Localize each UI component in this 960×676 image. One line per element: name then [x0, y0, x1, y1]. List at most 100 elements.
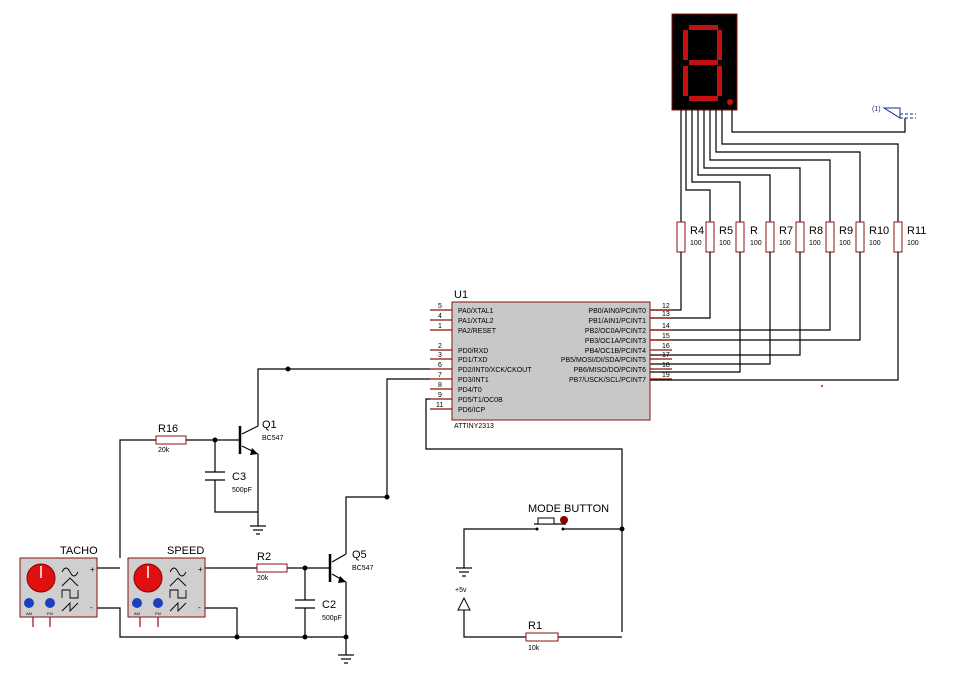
- pin-num: 5: [438, 303, 442, 310]
- resistor-r16[interactable]: R16 20k: [155, 423, 187, 454]
- mode-button-label: MODE BUTTON: [528, 503, 609, 515]
- resistor-value: 100: [719, 240, 731, 247]
- capacitor-c3[interactable]: C3 500pF: [205, 471, 252, 494]
- speed-fm-knob[interactable]: [153, 598, 163, 608]
- speed-label: SPEED: [167, 545, 204, 557]
- pin-name: PB6/MISO/DO/PCINT6: [574, 367, 646, 374]
- resistor-r2[interactable]: R2 20k: [256, 551, 288, 582]
- speed-am-label: AM: [134, 611, 140, 616]
- resistor-ref: R10: [869, 225, 889, 237]
- pin-num: 18: [662, 362, 670, 369]
- pin-num: 9: [438, 392, 442, 399]
- resistor-r[interactable]: R 100: [735, 221, 762, 253]
- pin-name: PD1/TXD: [458, 357, 488, 364]
- c2-ref: C2: [322, 599, 336, 611]
- resistor-value: 100: [907, 240, 919, 247]
- pin-num: 2: [438, 343, 442, 350]
- tacho-am-knob[interactable]: [24, 598, 34, 608]
- mcu-right-pins: 12 13 14 15 16 17 18 19 PB0/AIN0/PCINT0 …: [561, 303, 672, 384]
- resistor-r9[interactable]: R9 100: [825, 221, 853, 253]
- pin-name: PA0/XTAL1: [458, 308, 494, 315]
- generator-speed[interactable]: SPEED AM FM + -: [127, 545, 206, 627]
- pin-num: 11: [436, 402, 443, 409]
- c3-value: 500pF: [232, 487, 252, 494]
- resistor-r1[interactable]: R1 10k: [525, 620, 559, 652]
- pin-num: 15: [662, 333, 670, 340]
- pin-name: PA1/XTAL2: [458, 318, 494, 325]
- resistor-ref: R5: [719, 225, 733, 237]
- resistor-value: 100: [750, 240, 762, 247]
- resistor-r4[interactable]: R4 100: [676, 221, 704, 253]
- display-segments: [683, 25, 733, 105]
- speed-plus: +: [198, 565, 203, 574]
- portb-wires: [650, 252, 899, 381]
- r16-ref: R16: [158, 423, 178, 435]
- pin-num: 6: [438, 362, 442, 369]
- pin-num: 8: [438, 382, 442, 389]
- speed-minus: -: [198, 603, 201, 612]
- ground-q5: [338, 654, 354, 664]
- voltage-probe[interactable]: (1): [872, 106, 916, 119]
- resistor-value: 100: [809, 240, 821, 247]
- resistor-r5[interactable]: R5 100: [705, 221, 733, 253]
- tacho-fm-knob[interactable]: [45, 598, 55, 608]
- tacho-am-label: AM: [26, 611, 32, 616]
- transistor-q5[interactable]: Q5 BC547: [328, 549, 374, 583]
- speed-am-knob[interactable]: [132, 598, 142, 608]
- r16-value: 20k: [158, 447, 170, 454]
- segment-resistors: R4 100 R5 100 R 100 R7 100 R8 100 R9 100: [676, 221, 926, 253]
- pin-name: PB3/OC1A/PCINT3: [585, 338, 646, 345]
- transistor-q1[interactable]: Q1 BC547: [238, 419, 284, 455]
- resistor-ref: R7: [779, 225, 793, 237]
- resistor-value: 100: [839, 240, 851, 247]
- pin-name: PD3/INT1: [458, 377, 489, 384]
- resistor-r8[interactable]: R8 100: [795, 221, 823, 253]
- button-indicator: [560, 516, 568, 524]
- waveform-icon: [169, 567, 187, 613]
- mode-button[interactable]: MODE BUTTON: [528, 503, 609, 531]
- resistor-r11[interactable]: R11 100: [893, 221, 926, 253]
- power-supply-5v[interactable]: +5v: [455, 587, 471, 611]
- resistor-value: 100: [869, 240, 881, 247]
- pin-name: PA2/RESET: [458, 328, 497, 335]
- q5-ref: Q5: [352, 549, 367, 561]
- pin-name: PB7/USCK/SCL/PCINT7: [569, 377, 646, 384]
- pin-num: 13: [662, 311, 670, 318]
- q5-part: BC547: [352, 565, 374, 572]
- q5-wires: [215, 496, 387, 655]
- resistor-r7[interactable]: R7 100: [765, 221, 793, 253]
- mcu-input-wires: [257, 368, 623, 632]
- resistor-value: 100: [779, 240, 791, 247]
- q1-ref: Q1: [262, 419, 277, 431]
- resistor-r10[interactable]: R10 100: [855, 221, 889, 253]
- tacho-plus: +: [90, 565, 95, 574]
- pin-name: PB5/MOSI/DI/SDA/PCINT5: [561, 357, 646, 364]
- pin-num: 19: [662, 372, 670, 379]
- capacitor-c2[interactable]: C2 500pF: [295, 599, 342, 622]
- mcu-attiny2313[interactable]: U1 ATTINY2313 5 4 1 2 3 6 7 8 9 11 PA0/X…: [430, 289, 672, 430]
- pin-name: PB1/AIN1/PCINT1: [588, 318, 646, 325]
- resistor-ref: R4: [690, 225, 704, 237]
- button-circuit-wires: [463, 528, 622, 638]
- display-pins: [680, 110, 906, 222]
- pin-name: PD4/T0: [458, 387, 482, 394]
- pin-name: PB2/OC0A/PCINT2: [585, 328, 646, 335]
- c3-ref: C3: [232, 471, 246, 483]
- resistor-ref: R: [750, 225, 758, 237]
- tacho-fm-label: FM: [47, 611, 53, 616]
- pin-name: PB0/AIN0/PCINT0: [588, 308, 646, 315]
- resistor-ref: R11: [907, 225, 926, 237]
- q1-wires: [119, 439, 259, 558]
- supply-label: +5v: [455, 587, 467, 594]
- generator-tacho[interactable]: TACHO AM FM + -: [19, 545, 120, 627]
- r1-value: 10k: [528, 645, 540, 652]
- q1-part: BC547: [262, 435, 284, 442]
- resistor-value: 100: [690, 240, 702, 247]
- waveform-icon: [61, 567, 79, 613]
- pin-num: 16: [662, 343, 670, 350]
- seven-segment-display[interactable]: 8: [671, 13, 738, 111]
- tacho-label: TACHO: [60, 545, 98, 557]
- ground-q1: [250, 525, 266, 535]
- r2-ref: R2: [257, 551, 271, 563]
- ground-supply: [456, 567, 472, 577]
